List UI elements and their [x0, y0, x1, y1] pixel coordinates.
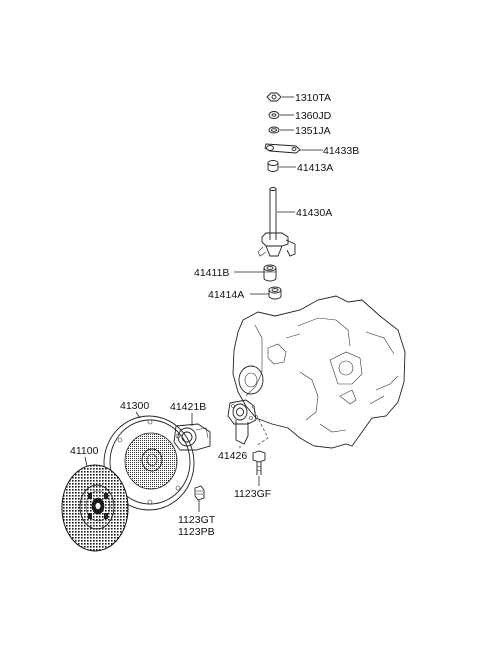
transmission-housing — [232, 295, 406, 449]
label-1123gf: 1123GF — [234, 488, 271, 500]
label-41413a: 41413A — [297, 162, 333, 174]
label-41100: 41100 — [70, 445, 99, 457]
label-41433b: 41433B — [323, 145, 359, 157]
lever-41433b — [264, 143, 323, 154]
bushing-41411b — [234, 264, 277, 282]
label-1360jd: 1360JD — [295, 110, 332, 122]
washer-1360jd — [268, 111, 294, 119]
shaft-fork-41430a — [257, 187, 296, 257]
bearing-41421b — [173, 413, 211, 451]
bolt-1123gf — [252, 450, 266, 486]
label-41421b: 41421B — [170, 401, 206, 413]
label-41411b: 41411B — [194, 267, 229, 279]
guide-41426 — [227, 399, 269, 448]
label-41300: 41300 — [120, 400, 149, 412]
clutch-disc-41100 — [61, 456, 129, 552]
label-1123pb: 1123PB — [178, 526, 215, 538]
label-41430a: 41430A — [296, 207, 332, 219]
seal-41414a — [250, 286, 282, 300]
clutch-cover-41300 — [103, 411, 195, 511]
bolt-1123gt — [194, 485, 205, 512]
nut-1310ta — [266, 92, 294, 102]
washer-1351ja — [268, 126, 294, 134]
label-1351ja: 1351JA — [295, 125, 331, 137]
label-1123gt: 1123GT — [178, 514, 216, 526]
label-41414a: 41414A — [208, 289, 244, 301]
label-1310ta: 1310TA — [295, 92, 331, 104]
bushing-41413a — [267, 160, 296, 172]
label-41426: 41426 — [218, 450, 247, 462]
